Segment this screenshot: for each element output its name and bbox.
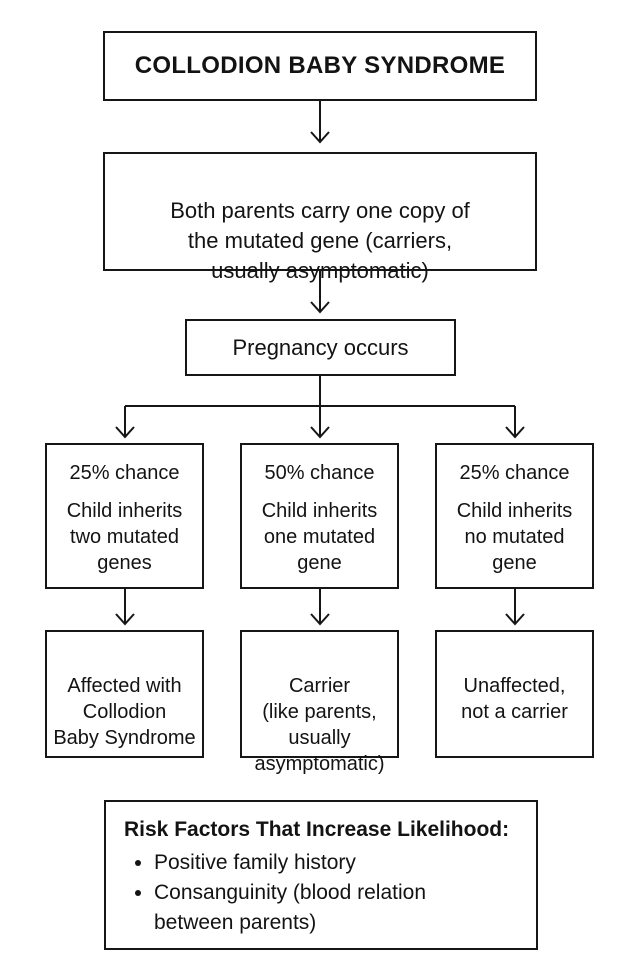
title-box: COLLODION BABY SYNDROME	[103, 31, 537, 101]
outcome-box-one-gene: 50% chance Child inherits one mutated ge…	[240, 443, 399, 589]
risk-factors-box: Risk Factors That Increase Likelihood: P…	[104, 800, 538, 950]
arrowhead-branch-left	[115, 426, 135, 439]
arrowhead-outcome-left	[115, 613, 135, 626]
outcome-box-two-genes: 25% chance Child inherits two mutated ge…	[45, 443, 204, 589]
title-text: COLLODION BABY SYNDROME	[134, 52, 506, 79]
result-box-unaffected: Unaffected, not a carrier	[435, 630, 594, 758]
result-box-affected: Affected with Collodion Baby Syndrome	[45, 630, 204, 758]
pregnancy-text: Pregnancy occurs	[232, 334, 409, 360]
risk-factors-heading: Risk Factors That Increase Likelihood:	[124, 818, 510, 841]
arrowhead-parents-to-pregnancy	[310, 301, 330, 314]
risk-factor-item: Positive family history	[154, 848, 522, 878]
pregnancy-box: Pregnancy occurs	[185, 319, 456, 376]
outcome-box-no-gene: 25% chance Child inherits no mutated gen…	[435, 443, 594, 589]
arrowhead-branch-right	[505, 426, 525, 439]
result-text: Carrier (like parents, usually asymptoma…	[254, 675, 385, 775]
arrowhead-title-to-parents	[310, 131, 330, 144]
parents-carriers-text: Both parents carry one copy of the mutat…	[170, 198, 470, 283]
arrowhead-outcome-center	[310, 613, 330, 626]
risk-factors-list: Positive family history Consanguinity (b…	[124, 848, 522, 938]
result-text: Unaffected, not a carrier	[461, 675, 568, 723]
chance-label: 25% chance	[69, 462, 180, 484]
parents-carriers-box: Both parents carry one copy of the mutat…	[103, 152, 537, 283]
inherits-label: Child inherits no mutated gene	[456, 500, 573, 574]
chance-label: 25% chance	[459, 462, 570, 484]
branch-lines	[125, 376, 515, 407]
result-text: Affected with Collodion Baby Syndrome	[53, 675, 196, 749]
arrowhead-outcome-right	[505, 613, 525, 626]
inherits-label: Child inherits one mutated gene	[261, 500, 378, 574]
inherits-label: Child inherits two mutated genes	[66, 500, 183, 574]
risk-factor-item: Consanguinity (blood relation between pa…	[154, 878, 522, 938]
arrowhead-branch-center	[310, 426, 330, 439]
result-box-carrier: Carrier (like parents, usually asymptoma…	[240, 630, 399, 775]
chance-label: 50% chance	[264, 462, 375, 484]
